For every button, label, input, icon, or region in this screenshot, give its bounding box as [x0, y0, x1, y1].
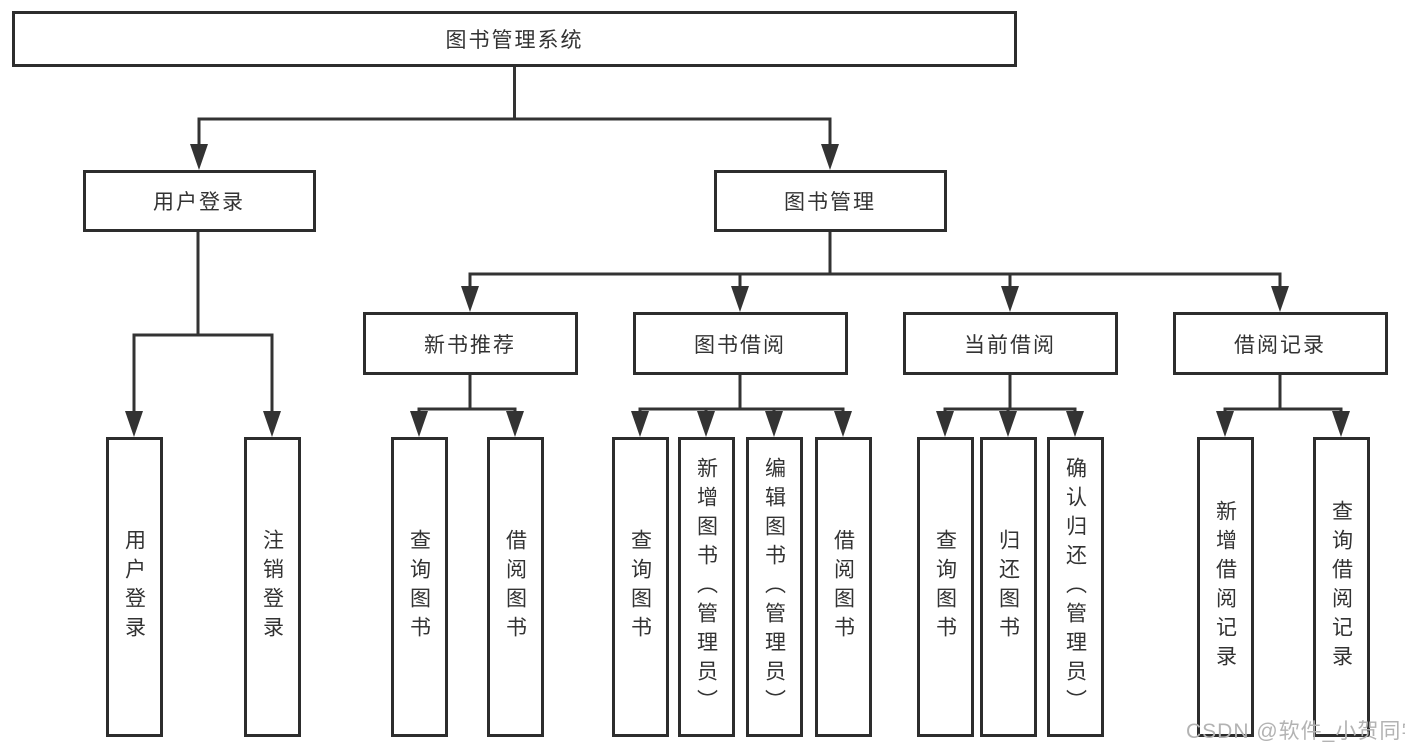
node-label: 用户登录 — [153, 191, 245, 214]
leaf-query-books-current: 查询图书 — [916, 437, 974, 737]
leaf-label: 查询图书 — [628, 529, 652, 645]
leaf-label: 新增图书（管理员） — [694, 456, 718, 718]
leaf-label: 归还图书 — [996, 529, 1020, 645]
leaf-query-books-borrow: 查询图书 — [611, 437, 669, 737]
leaf-label: 查询图书 — [407, 529, 431, 645]
node-label: 图书借阅 — [694, 333, 786, 357]
node-library-management-system: 图书管理系统 — [12, 11, 1017, 67]
leaf-borrow-books-recommend: 借阅图书 — [486, 437, 544, 737]
csdn-watermark: CSDN @软件_小贺同学 — [1186, 720, 1405, 743]
leaf-label: 确认归还（管理员） — [1063, 456, 1087, 718]
node-book-management: 图书管理 — [713, 170, 947, 232]
leaf-confirm-return-admin: 确认归还（管理员） — [1046, 437, 1104, 737]
leaf-label: 借阅图书 — [831, 529, 855, 645]
node-label: 当前借阅 — [964, 333, 1056, 357]
node-book-borrowing: 图书借阅 — [632, 312, 848, 375]
leaf-return-books: 归还图书 — [979, 437, 1037, 737]
node-label: 借阅记录 — [1234, 333, 1326, 357]
leaf-logout: 注销登录 — [243, 437, 301, 737]
leaf-label: 新增借阅记录 — [1213, 500, 1237, 674]
leaf-edit-book-admin: 编辑图书（管理员） — [745, 437, 803, 737]
leaf-query-borrow-record: 查询借阅记录 — [1312, 437, 1370, 737]
leaf-borrow-books: 借阅图书 — [814, 437, 872, 737]
node-label: 新书推荐 — [424, 333, 516, 357]
leaf-label: 借阅图书 — [503, 529, 527, 645]
leaf-label: 用户登录 — [122, 529, 146, 645]
node-label: 图书管理系统 — [445, 29, 584, 52]
leaf-user-login: 用户登录 — [105, 437, 163, 737]
leaf-label: 查询借阅记录 — [1329, 500, 1353, 674]
node-borrowing-records: 借阅记录 — [1172, 312, 1388, 375]
node-new-book-recommendation: 新书推荐 — [362, 312, 578, 375]
leaf-label: 注销登录 — [260, 529, 284, 645]
leaf-label: 编辑图书（管理员） — [762, 456, 786, 718]
node-user-login: 用户登录 — [82, 170, 316, 232]
leaf-add-book-admin: 新增图书（管理员） — [677, 437, 735, 737]
leaf-add-borrow-record: 新增借阅记录 — [1196, 437, 1254, 737]
node-current-borrowing: 当前借阅 — [902, 312, 1118, 375]
node-label: 图书管理 — [784, 191, 876, 214]
leaf-query-books-recommend: 查询图书 — [390, 437, 448, 737]
leaf-label: 查询图书 — [933, 529, 957, 645]
